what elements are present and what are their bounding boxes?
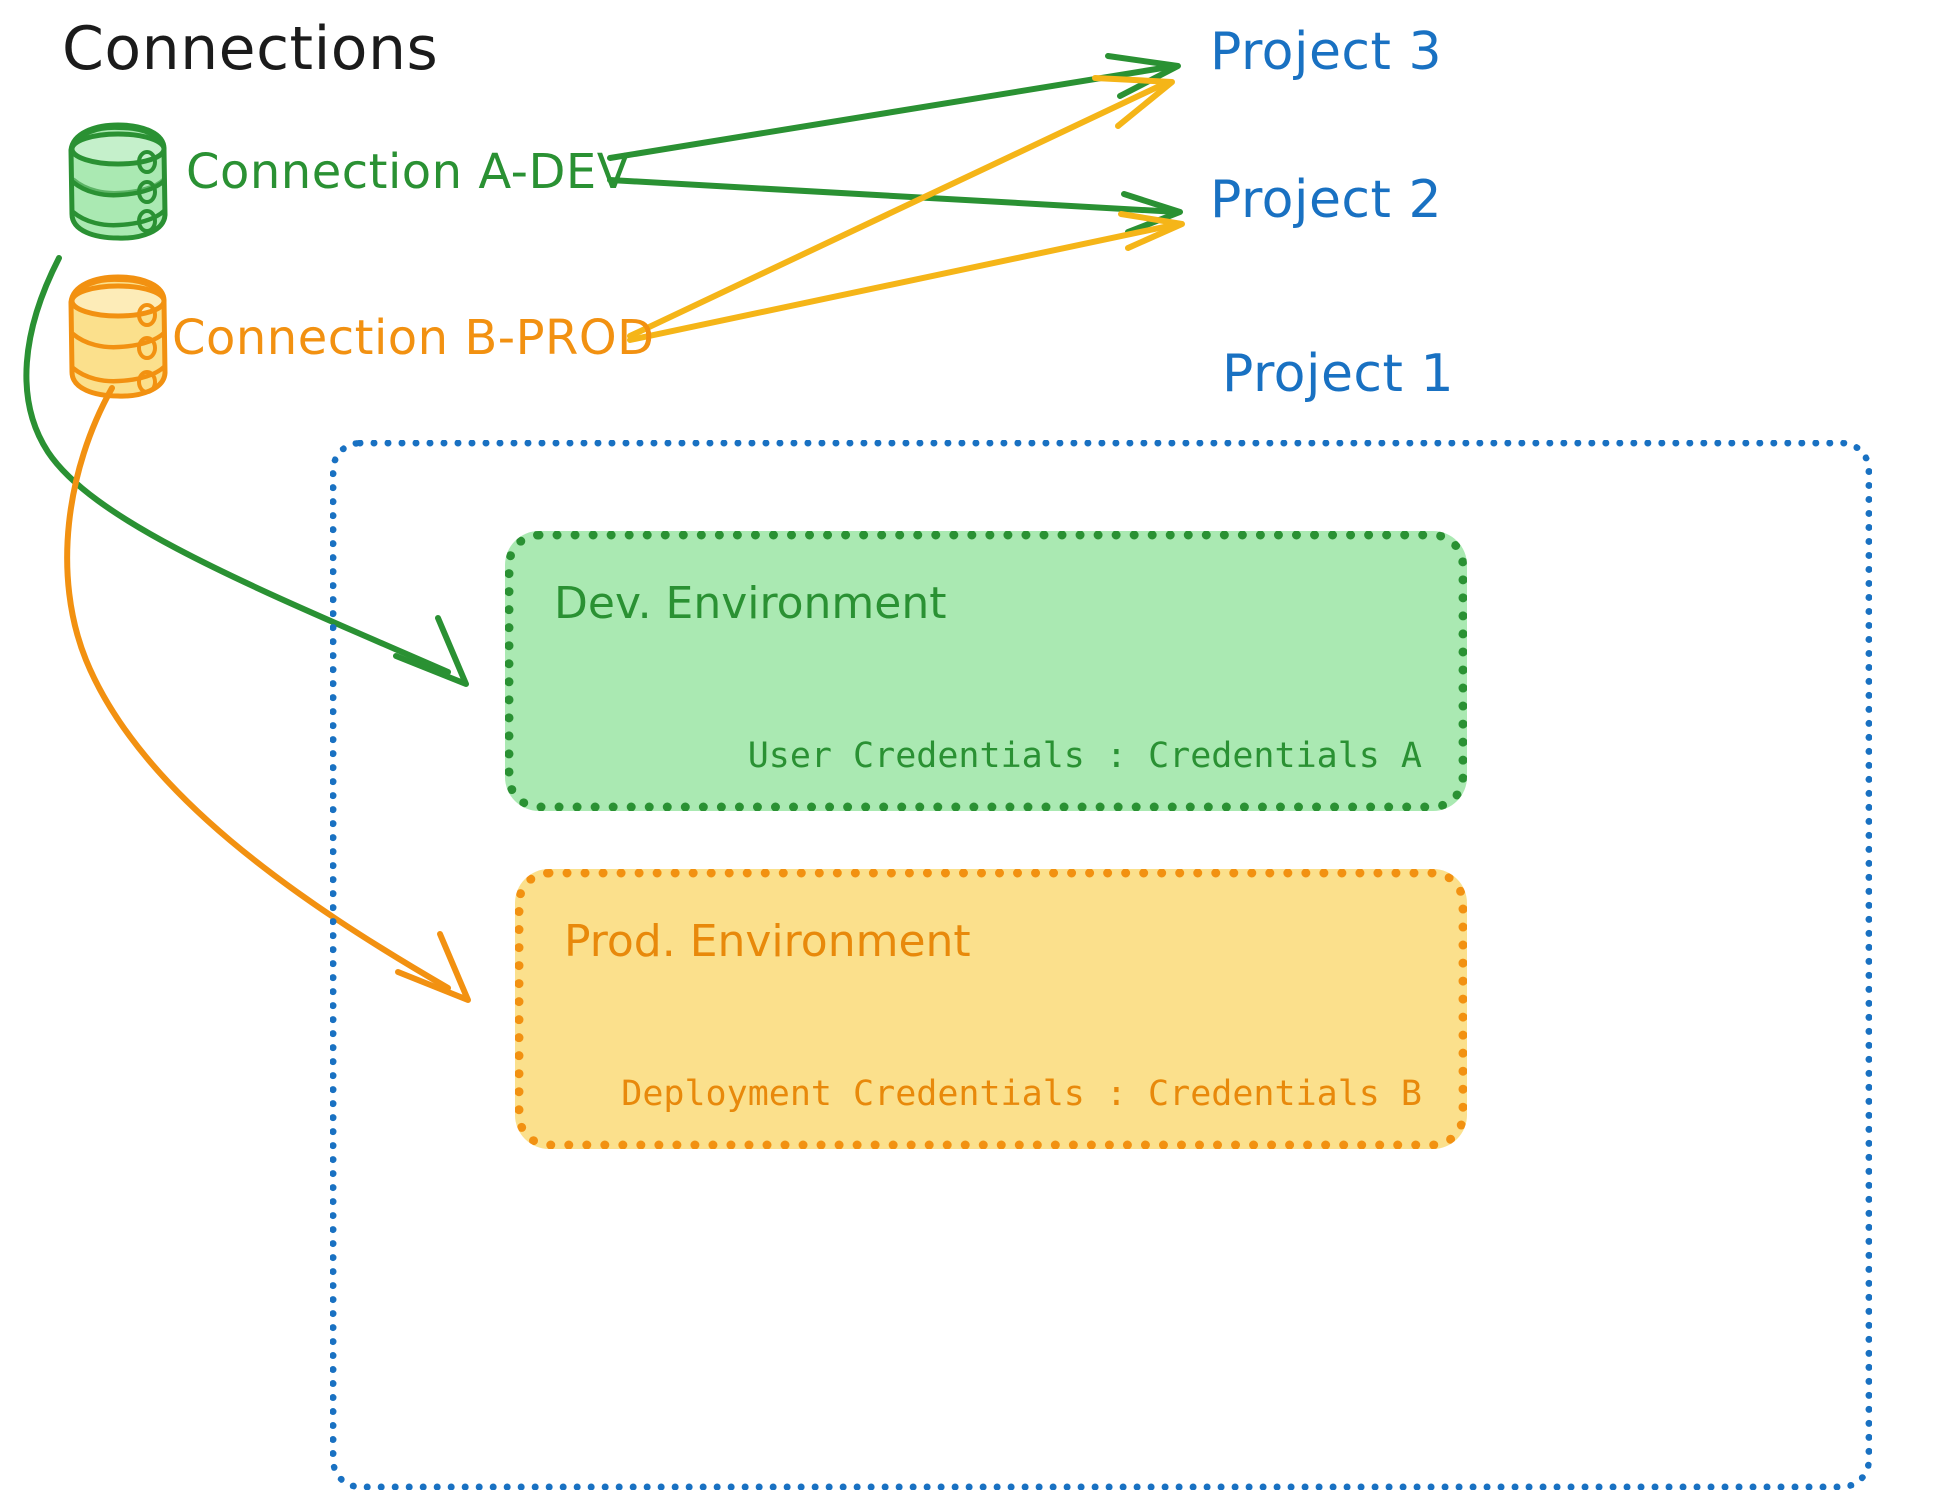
edge-a-to-project2	[607, 177, 1183, 235]
project-2-label[interactable]: Project 2	[1210, 170, 1443, 230]
edge-a-to-project3	[607, 53, 1181, 161]
prod-environment-credentials: Deployment Credentials : Credentials B	[621, 1074, 1422, 1114]
page-title: Connections	[62, 14, 439, 84]
project-1-label[interactable]: Project 1	[1222, 344, 1455, 404]
edge-b-to-project2	[627, 211, 1185, 343]
edge-b-to-project3	[627, 75, 1175, 339]
project-1-container: Dev. Environment User Credentials : Cred…	[330, 440, 1872, 1490]
prod-environment-box[interactable]: Prod. Environment Deployment Credentials…	[515, 869, 1467, 1149]
database-cylinder-icon-green[interactable]	[68, 122, 168, 241]
dev-environment-title: Dev. Environment	[554, 578, 947, 629]
project-3-label[interactable]: Project 3	[1210, 22, 1443, 82]
connection-b-prod-label[interactable]: Connection B-PROD	[172, 310, 655, 366]
dev-environment-box[interactable]: Dev. Environment User Credentials : Cred…	[505, 531, 1467, 811]
database-cylinder-icon-orange[interactable]	[68, 274, 168, 399]
prod-environment-title: Prod. Environment	[564, 916, 971, 967]
dev-environment-credentials: User Credentials : Credentials A	[747, 736, 1422, 776]
connection-a-dev-label[interactable]: Connection A-DEV	[186, 144, 631, 200]
